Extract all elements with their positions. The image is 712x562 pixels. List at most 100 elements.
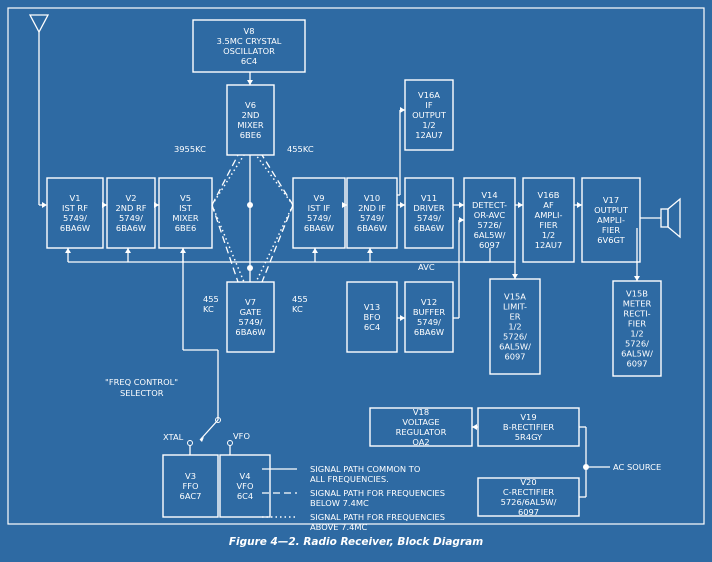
block-text: FIER (602, 225, 620, 235)
legend-text: SIGNAL PATH FOR FREQUENCIES (310, 512, 445, 522)
block-text: 6AC7 (180, 491, 202, 501)
block-text: VFO (237, 481, 254, 491)
block-text: AMPLI- (535, 210, 563, 220)
block-text: 5749/ (360, 213, 384, 223)
block-text: RECTI- (623, 308, 650, 318)
block-outline (404, 281, 454, 353)
block-text: 6AL5W/ (499, 341, 531, 351)
block-tube-label: V15A (504, 291, 526, 301)
block-tube-label: V9 (314, 193, 325, 203)
block-text: 6BA6W (304, 223, 334, 233)
figure-caption: Figure 4—2. Radio Receiver, Block Diagra… (228, 536, 484, 548)
block-text: 5749/ (239, 317, 263, 327)
block-text: FFO (182, 481, 199, 491)
frequency-label: 455 (203, 294, 219, 304)
diagram-frame (7, 7, 705, 525)
vfo-label: VFO (233, 431, 250, 441)
block-tube-label: V14 (481, 190, 497, 200)
block-text: IST RF (62, 203, 88, 213)
block-text: OSCILLATOR (223, 46, 275, 56)
block-text: 6BA6W (414, 327, 444, 337)
block-text: OA2 (412, 437, 429, 447)
block-text: ER (509, 311, 520, 321)
block-text: IST (179, 203, 193, 213)
block-outline (192, 19, 306, 73)
junction-dot (247, 202, 253, 208)
block-text: 1/2 (508, 321, 521, 331)
block-text: 12AU7 (535, 240, 563, 250)
block-text: 5749/ (63, 213, 87, 223)
block-outline (158, 177, 213, 249)
selector-contact (227, 440, 233, 446)
frequency-label: KC (292, 304, 303, 314)
block-text: 12AU7 (415, 130, 443, 140)
block-outline (346, 281, 398, 353)
block-text: IF (425, 100, 432, 110)
block-text: OUTPUT (412, 110, 447, 120)
legend-text: SIGNAL PATH COMMON TO (310, 464, 421, 474)
block-tube-label: V1 (70, 193, 81, 203)
block-text: 6C4 (237, 491, 253, 501)
block-text: 6C4 (241, 56, 257, 66)
block-text: 6C4 (364, 322, 380, 332)
block-tube-label: V3 (185, 471, 196, 481)
avc-label: AVC (418, 262, 435, 272)
legend-text: ALL FREQUENCIES. (310, 474, 389, 484)
block-outline (581, 177, 641, 263)
block-text: FIER (628, 318, 646, 328)
block-text: 2ND (242, 110, 260, 120)
antenna-icon (28, 14, 50, 208)
block-text: 6BA6W (414, 223, 444, 233)
block-tube-label: V7 (245, 297, 256, 307)
block-tube-label: V8 (244, 26, 255, 36)
block-tube-label: V6 (245, 100, 256, 110)
block-text: 3.5MC CRYSTAL (217, 36, 282, 46)
block-text: 6BA6W (235, 327, 265, 337)
block-text: AMPLI- (597, 215, 625, 225)
diagram-labels: 3955KC 455KC 455 KC 455 KC AVC "FREQ CON… (105, 144, 661, 472)
block-outline (522, 177, 575, 263)
block-tube-label: V16A (418, 90, 440, 100)
block-tube-label: V2 (126, 193, 137, 203)
block-text: 6BE6 (240, 130, 262, 140)
arrowheads (65, 80, 640, 442)
block-text: 6BA6W (357, 223, 387, 233)
block-text: DETECT- (472, 200, 507, 210)
block-tube-label: V18 (413, 407, 429, 417)
block-text: OUTPUT (594, 205, 629, 215)
block-outline (106, 177, 156, 249)
block-outline (404, 177, 454, 249)
block-tube-label: V10 (364, 193, 380, 203)
block-tube-label: V15B (626, 288, 648, 298)
block-text: 5R4GY (515, 432, 543, 442)
block-text: 5726/ (478, 220, 502, 230)
block-text: GATE (240, 307, 262, 317)
signal-paths (67, 72, 661, 498)
frequency-label: KC (203, 304, 214, 314)
block-text: 6BE6 (175, 223, 197, 233)
block-text: 6097 (504, 351, 525, 361)
block-text: 5749/ (417, 317, 441, 327)
block-text: LIMIT- (503, 301, 527, 311)
block-text: 6AL5W/ (474, 230, 506, 240)
block-text: 5726/ (503, 331, 527, 341)
frequency-label: 455 (292, 294, 308, 304)
junction-dot (583, 464, 589, 470)
block-text: 1/2 (630, 328, 643, 338)
block-tube-label: V11 (421, 193, 437, 203)
block-text: 2ND IF (358, 203, 386, 213)
junction-dot (247, 265, 253, 271)
